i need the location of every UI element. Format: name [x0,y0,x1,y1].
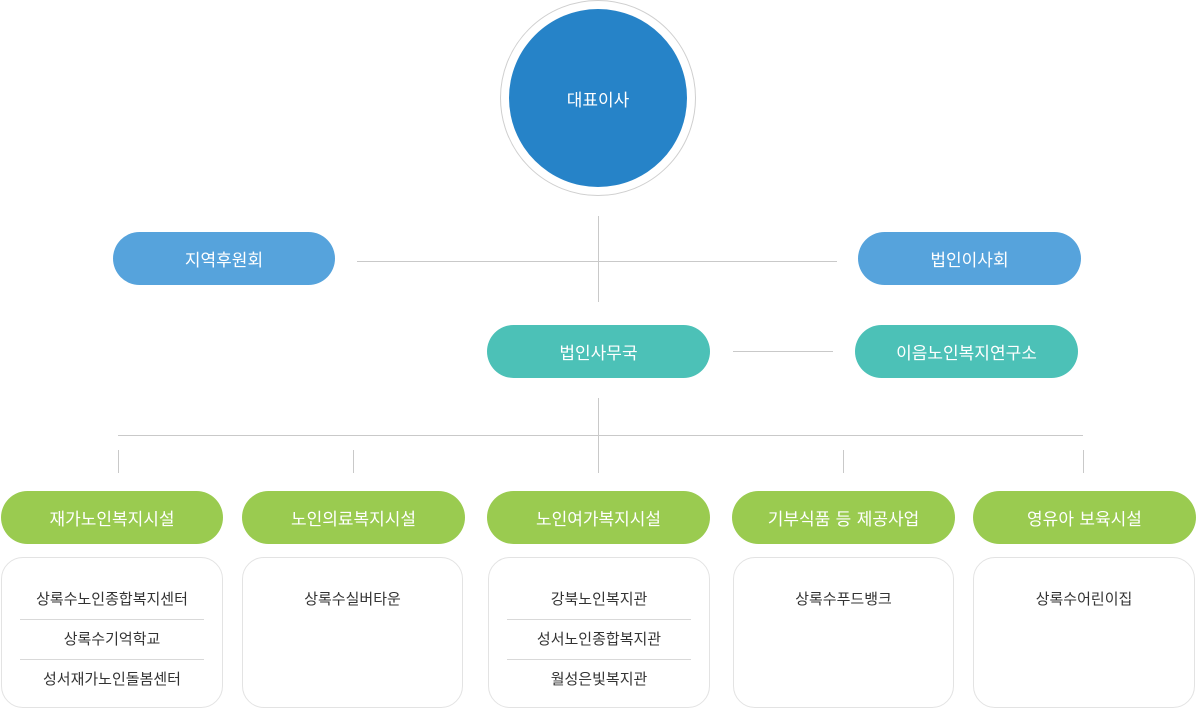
facility-box-home-care: 상록수노인종합복지센터 상록수기억학교 성서재가노인돌봄센터 [1,557,223,708]
facility-list: 상록수노인종합복지센터 상록수기억학교 성서재가노인돌봄센터 [2,558,222,700]
connector-division-drop-2 [353,450,354,473]
connector-divisions-horizontal [118,435,1083,436]
facility-box-food-donation: 상록수푸드뱅크 [733,557,954,708]
secretariat-label: 법인사무국 [559,344,638,364]
facility-box-childcare: 상록수어린이집 [973,557,1195,708]
facility-item[interactable]: 상록수어린이집 [1035,590,1133,608]
facility-list: 상록수실버타운 [243,558,462,620]
division-label: 기부식품 등 제공사업 [767,510,920,530]
division-childcare-node[interactable]: 영유아 보육시설 [973,491,1196,544]
regional-sponsors-node[interactable]: 지역후원회 [113,232,335,285]
division-label: 노인여가복지시설 [535,510,662,530]
connector-support-horizontal [357,261,837,262]
facility-list: 강북노인복지관 성서노인종합복지관 월성은빛복지관 [489,558,709,700]
division-food-donation-node[interactable]: 기부식품 등 제공사업 [732,491,955,544]
facility-item[interactable]: 상록수푸드뱅크 [795,590,892,608]
division-leisure-welfare-node[interactable]: 노인여가복지시설 [487,491,710,544]
facility-item[interactable]: 상록수실버타운 [304,590,401,608]
connector-division-drop-1 [118,450,119,473]
division-label: 영유아 보육시설 [1027,510,1142,530]
connector-office-lab [733,351,833,352]
facility-item[interactable]: 상록수노인종합복지센터 [20,580,204,620]
facility-box-medical-care: 상록수실버타운 [242,557,463,708]
research-institute-node[interactable]: 이음노인복지연구소 [855,325,1078,378]
connector-ceo-vertical [598,216,599,302]
research-institute-label: 이음노인복지연구소 [896,344,1037,364]
facility-item[interactable]: 강북노인복지관 [507,580,691,620]
connector-division-drop-4 [843,450,844,473]
facility-item[interactable]: 성서재가노인돌봄센터 [42,670,181,688]
facility-list: 상록수어린이집 [974,558,1194,620]
division-label: 재가노인복지시설 [49,510,175,530]
facility-item[interactable]: 월성은빛복지관 [550,670,648,688]
board-of-directors-label: 법인이사회 [930,251,1009,271]
facility-item[interactable]: 상록수기억학교 [20,620,204,660]
ceo-node[interactable]: 대표이사 [509,9,687,187]
division-medical-care-node[interactable]: 노인의료복지시설 [242,491,465,544]
facility-list: 상록수푸드뱅크 [734,558,953,620]
secretariat-node[interactable]: 법인사무국 [487,325,710,378]
board-of-directors-node[interactable]: 법인이사회 [858,232,1081,285]
connector-division-drop-5 [1083,450,1084,473]
division-label: 노인의료복지시설 [290,510,417,530]
facility-box-leisure-welfare: 강북노인복지관 성서노인종합복지관 월성은빛복지관 [488,557,710,708]
facility-item[interactable]: 성서노인종합복지관 [507,620,691,660]
ceo-label: 대표이사 [566,90,630,111]
regional-sponsors-label: 지역후원회 [184,251,264,271]
division-home-care-node[interactable]: 재가노인복지시설 [1,491,223,544]
